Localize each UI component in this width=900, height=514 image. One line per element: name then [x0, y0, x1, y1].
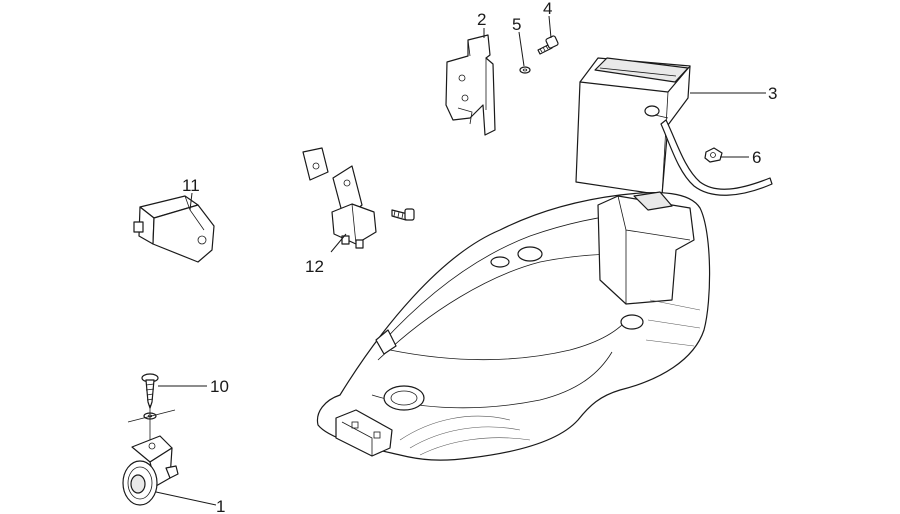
washer-part-5 [519, 66, 531, 74]
relay-part-12 [302, 147, 415, 249]
battery-part-3 [575, 57, 773, 196]
bracket-part-2 [445, 34, 496, 136]
callout-10: 10 [210, 377, 229, 396]
callout-5: 5 [512, 15, 521, 34]
callout-2: 2 [477, 10, 486, 29]
callout-1: 1 [216, 497, 225, 514]
callout-12: 12 [305, 257, 324, 276]
screw-part-4 [537, 35, 559, 55]
callout-6: 6 [752, 148, 761, 167]
screw-part-10 [127, 373, 176, 440]
underseat-compartment [316, 191, 711, 461]
leader-lines [155, 15, 766, 506]
horn-part-1 [122, 435, 179, 506]
callout-3: 3 [768, 84, 777, 103]
callout-11: 11 [182, 176, 200, 195]
clip-part-6 [704, 147, 723, 163]
callout-4: 4 [543, 0, 552, 18]
relay-part-11 [133, 195, 215, 263]
